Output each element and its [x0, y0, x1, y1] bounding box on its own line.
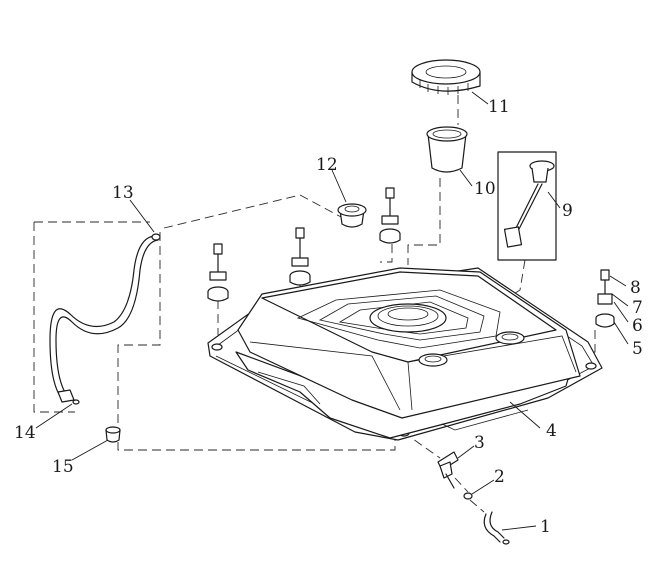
- bolt-stack-left: [207, 243, 229, 302]
- fuel-tank: [207, 267, 603, 441]
- callout-3: 3: [474, 433, 485, 453]
- callout-leaders: [35, 91, 629, 531]
- callout-15: 15: [52, 457, 74, 477]
- filler-cap: [411, 59, 481, 95]
- callout-7: 7: [632, 298, 643, 318]
- callout-5: 5: [632, 339, 643, 359]
- drain-hose: [483, 511, 510, 545]
- callout-12: 12: [316, 155, 338, 175]
- callout-11: 11: [488, 97, 510, 117]
- callout-6: 6: [632, 316, 643, 336]
- callout-13: 13: [112, 183, 134, 203]
- hose-cap: [105, 426, 121, 443]
- grommet: [337, 203, 367, 228]
- bolt-stack-middle: [289, 227, 311, 286]
- filler-strainer: [426, 126, 468, 173]
- callout-2: 2: [494, 467, 505, 487]
- drain-fitting: [437, 451, 459, 489]
- hose-clip: [72, 399, 80, 405]
- fuel-hose: [49, 233, 161, 403]
- callout-4: 4: [546, 421, 557, 441]
- drain-washer: [463, 492, 473, 500]
- callout-9: 9: [562, 201, 573, 221]
- bolt-stack-right: [595, 269, 615, 328]
- callout-1: 1: [540, 517, 551, 537]
- callout-8: 8: [630, 278, 641, 298]
- bolt-stack-rear: [379, 187, 401, 244]
- assembly-guide-lines: [33, 95, 596, 513]
- callout-labels: 1 2 3 4 5 6 7 8 9 10 11 12 13 14 15: [14, 97, 643, 537]
- callout-14: 14: [14, 423, 36, 443]
- fuel-gauge-assembly: [497, 151, 557, 261]
- callout-10: 10: [474, 179, 496, 199]
